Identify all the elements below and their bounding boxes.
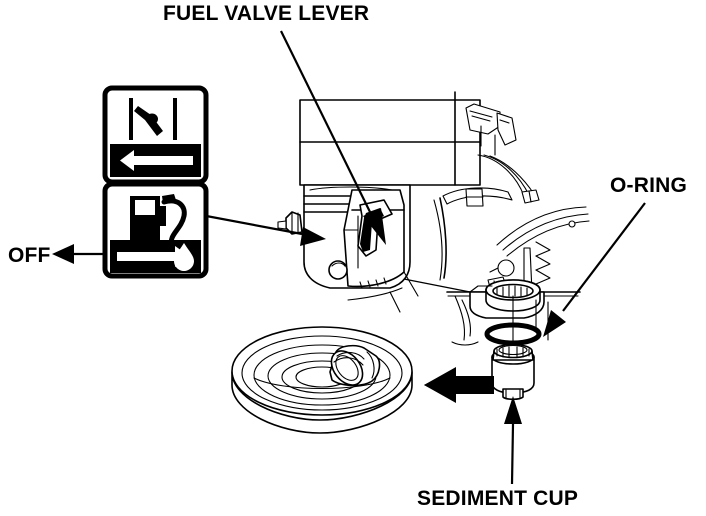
arrow-left-icon [120,150,193,171]
valve-pivot-icon [146,113,158,125]
arrow-right-icon [117,246,190,267]
callout-decal-to-valve [200,213,326,246]
callout-drain-to-pan [424,367,494,403]
label-fuel-valve-lever: FUEL VALVE LEVER [163,2,370,25]
valve-to-cup-guide [389,278,471,313]
o-ring [484,322,542,346]
valve-stem-left-icon [129,98,133,140]
callout-off [52,244,103,264]
fuel-valve-position-decal[interactable] [102,85,209,279]
drain-pan [231,326,413,434]
callout-o-ring [543,202,646,337]
sediment-cup [491,343,535,401]
valve-stem-right-icon [173,98,177,140]
fuel-droplet-icon [174,243,194,271]
engine-body-illustration [277,91,590,393]
label-o-ring: O-RING [610,174,688,197]
label-off: OFF [8,244,51,267]
callout-sediment-cup [504,396,522,485]
label-sediment-cup: SEDIMENT CUP [417,487,579,510]
callout-fuel-valve-lever [280,30,386,245]
